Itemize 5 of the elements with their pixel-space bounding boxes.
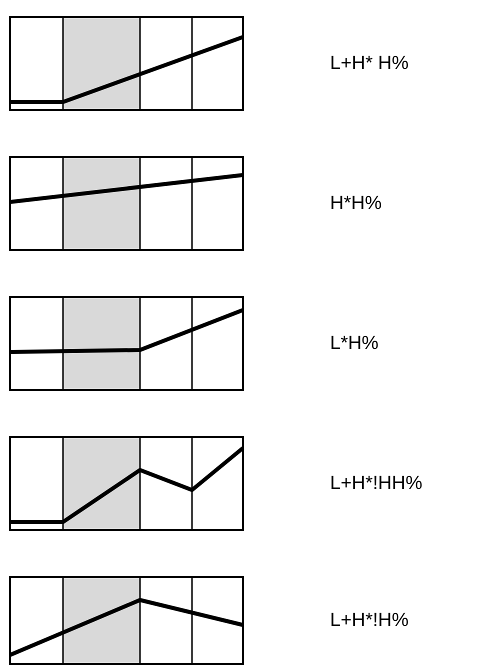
tone-label: L+H* H%	[330, 52, 409, 74]
tone-label: L*H%	[330, 332, 379, 354]
tone-label: H*H%	[330, 192, 382, 214]
tone-label: L+H*!H%	[330, 610, 409, 632]
tone-label: L+H*!HH%	[330, 472, 422, 494]
